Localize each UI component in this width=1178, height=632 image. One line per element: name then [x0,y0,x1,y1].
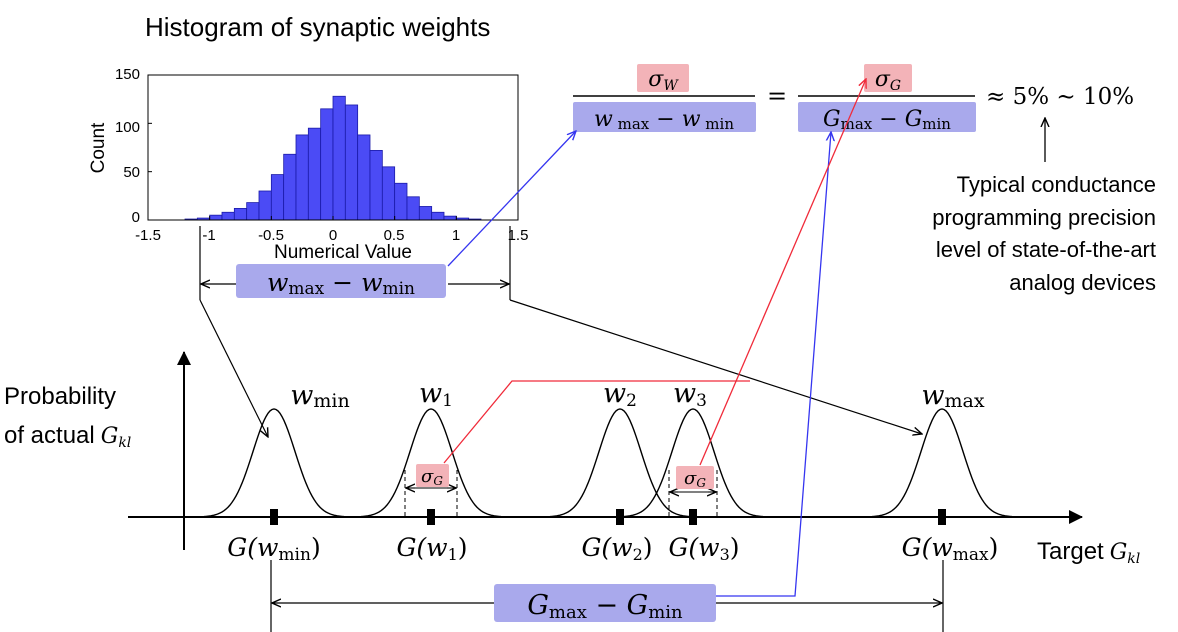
histogram-bar [270,174,285,221]
histogram-bar [406,196,420,221]
histogram-bar [209,214,223,221]
histogram-xtick: 1 [452,227,460,244]
w-range-to-formula-arrow [447,131,576,267]
g-denominator-highlight [798,102,976,132]
target-label-w-min: G(wmin) [227,533,320,565]
sigma-badge-1-label: σG [421,466,443,488]
note-line: analog devices [1009,270,1156,295]
peak-label-w3: w3 [673,378,707,411]
peak-w-min [194,408,354,518]
formula-equals: = [767,82,787,110]
w-min-mapping-arrow [199,299,268,437]
histogram-bar [394,182,408,221]
histogram-axis-ticks [147,74,519,221]
sigma-g-to-formula-arrow [699,79,866,466]
peak-label-w2: w2 [603,378,637,411]
histogram-bar [431,211,445,221]
histogram-ytick: 50 [123,164,140,181]
histogram-bar [283,153,297,221]
formula-approx: ≈ 5% ∼ 10% [986,84,1134,110]
note-line: level of state-of-the-art [936,237,1156,262]
g-range-label: Gmax − Gmin [527,590,683,623]
target-mark [689,509,697,525]
histogram-ytick: 100 [115,119,140,136]
histogram-xtick: -1.5 [135,227,161,244]
target-mark [616,509,624,525]
histogram-bar [381,166,396,221]
sigma-badge-2-label: σG [684,468,706,490]
peak-w3 [613,408,773,518]
histogram-xlabel: Numerical Value [274,242,412,263]
histogram-xtick: 0 [329,227,337,244]
histogram-bar [332,95,346,221]
sigma-to-formula-link [443,380,750,464]
sigma-badge-2 [676,466,714,489]
w-max-mapping-arrow [509,299,922,434]
histogram-bar [295,134,309,221]
y-axis-label-line1: Probability [4,383,116,410]
w-range-label: wmax − wmin [267,268,415,299]
histogram-ylabel: Count [88,122,109,173]
target-tick-marks [270,509,946,525]
peak-label-w1: w1 [419,378,453,411]
histogram-xtick: -1 [202,227,215,244]
target-mark [427,509,435,525]
histogram-xtick: 1.5 [508,227,529,244]
peak-w-max [862,408,1022,518]
target-label-w3: G(w3) [668,533,739,564]
histogram-bar [233,207,248,221]
peak-w1 [351,408,511,518]
target-label-w1: G(w1) [396,533,467,564]
histogram-bar [344,104,359,221]
histogram-bar [357,134,371,221]
g-range-to-formula-arrow [716,132,831,597]
note-line: Typical conductance [957,172,1156,197]
formula-numerator-left: σW [648,67,679,94]
peak-label-w-max: wmax [921,380,984,412]
histogram-title: Histogram of synaptic weights [145,12,490,42]
histogram-ytick: 150 [115,66,140,83]
note-line: programming precision [932,205,1156,230]
sigma-w-highlight [637,64,689,92]
peak-label-w-min: wmin [290,380,349,412]
target-mark [270,509,278,525]
histogram-xtick: 0.5 [384,227,405,244]
histogram-xtick: -0.5 [258,227,284,244]
peak-w2 [540,408,700,518]
w-range-highlight [236,264,446,298]
formula-numerator-right: σG [875,67,901,94]
g-range-highlight [494,584,716,622]
sigma-badge-1 [416,464,449,487]
histogram-bar [443,215,457,221]
histogram-bar [307,127,322,221]
w-denominator-highlight [573,102,756,132]
histogram-bar [246,202,260,221]
target-label-w2: G(w2) [581,533,652,564]
histogram-bar [418,206,433,221]
gaussian-peaks [194,408,1022,518]
formula-denominator-left: w max − w min [594,107,734,133]
histogram-bar [258,190,272,221]
sigma-g-highlight [864,64,912,92]
histogram-bar [369,149,383,221]
histogram-bar [320,108,334,221]
histogram-bars [184,95,482,221]
target-mark [938,509,946,525]
histogram-ytick: 0 [132,209,140,226]
histogram-bar [221,211,235,221]
target-label-w-max: G(wmax) [902,533,999,565]
